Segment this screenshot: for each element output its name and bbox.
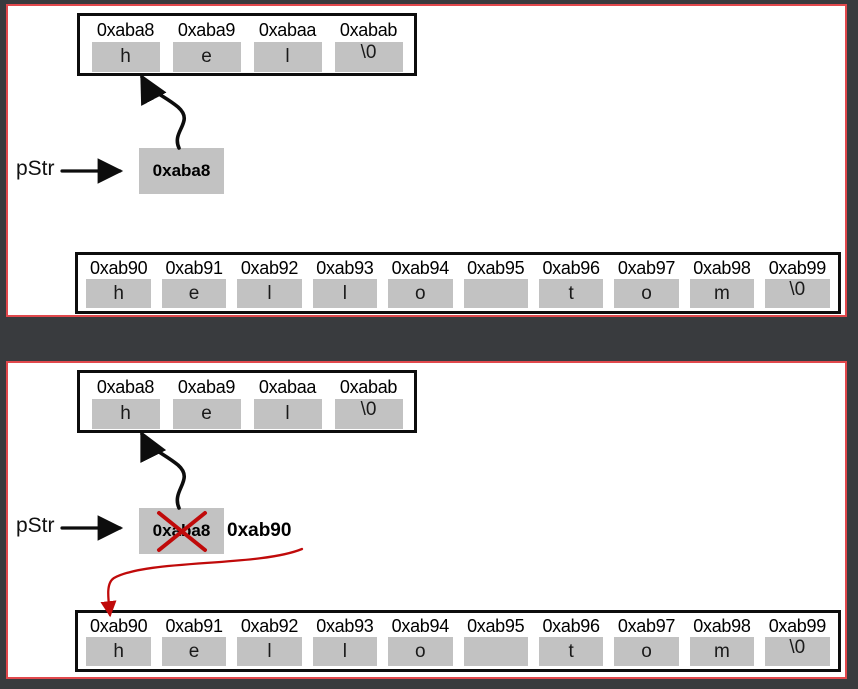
memory-column: 0xab93 l	[310, 257, 379, 311]
wavy-pointer-arrow-icon	[140, 73, 186, 150]
cell-address: 0xab92	[240, 258, 299, 278]
memory-column: 0xab98 m	[687, 615, 756, 669]
cell-value: e	[161, 279, 227, 308]
cell-address: 0xab95	[467, 616, 525, 636]
cell-address: 0xabab	[339, 377, 398, 397]
cell-value: \0	[765, 279, 830, 308]
cell-address: 0xaba9	[177, 20, 236, 40]
large-memory-array: 0xab90 h 0xab91 e 0xab92 l 0xab93 l 0xab…	[75, 610, 841, 672]
memory-column: 0xab90 h	[84, 257, 153, 311]
cell-value: \0	[765, 637, 830, 666]
cell-value: e	[172, 42, 241, 72]
new-pointer-value-label: 0xab90	[227, 520, 292, 541]
memory-column: 0xab97 o	[612, 615, 681, 669]
cell-address: 0xaba8	[96, 377, 155, 397]
cell-value: h	[91, 42, 160, 72]
cell-address: 0xaba9	[177, 377, 236, 397]
pointer-variable-label: pStr	[16, 157, 55, 180]
cell-value: h	[86, 637, 151, 666]
cell-address: 0xab95	[467, 258, 525, 278]
red-redirect-arrow-icon	[100, 547, 304, 618]
cell-value: o	[614, 637, 679, 666]
memory-column: 0xab99 \0	[763, 615, 832, 669]
cell-value: t	[538, 279, 604, 308]
memory-column: 0xab91 e	[159, 615, 228, 669]
slide-panel-after: 0xaba8 h 0xaba9 e 0xabaa l 0xabab \0 pSt…	[6, 361, 847, 679]
cell-address: 0xab91	[165, 258, 223, 278]
memory-column: 0xab96 t	[536, 257, 605, 311]
memory-column: 0xabaa l	[251, 19, 324, 73]
cell-value	[463, 279, 528, 308]
cell-value: o	[388, 279, 453, 308]
cell-address: 0xabab	[339, 20, 398, 40]
cell-value: \0	[334, 399, 403, 429]
cell-address: 0xabaa	[258, 377, 317, 397]
cell-value: e	[161, 637, 227, 666]
memory-column: 0xab94 o	[386, 257, 455, 311]
memory-column: 0xab98 m	[687, 257, 756, 311]
cell-value: \0	[334, 42, 403, 72]
cell-value	[463, 637, 528, 666]
cell-address: 0xab93	[316, 258, 374, 278]
cell-address: 0xab93	[316, 616, 374, 636]
cell-value: l	[312, 279, 378, 308]
cell-address: 0xab94	[391, 616, 450, 636]
small-memory-array: 0xaba8 h 0xaba9 e 0xabaa l 0xabab \0	[77, 13, 417, 76]
small-memory-array: 0xaba8 h 0xaba9 e 0xabaa l 0xabab \0	[77, 370, 417, 433]
memory-column: 0xabab \0	[332, 19, 405, 73]
cell-value: o	[388, 637, 453, 666]
wavy-pointer-arrow-icon	[140, 430, 186, 510]
memory-column: 0xaba8 h	[89, 19, 162, 73]
memory-column: 0xab92 l	[235, 615, 304, 669]
cell-value: l	[253, 399, 322, 429]
cell-value: l	[237, 279, 302, 308]
memory-column: 0xab97 o	[612, 257, 681, 311]
cell-address: 0xab92	[240, 616, 299, 636]
cell-address: 0xab94	[391, 258, 450, 278]
cell-value: h	[86, 279, 151, 308]
cell-address: 0xab90	[90, 616, 148, 636]
pointer-variable-label: pStr	[16, 514, 55, 537]
cell-address: 0xab97	[617, 258, 676, 278]
pointer-value-box: 0xaba8	[139, 508, 224, 554]
cell-address: 0xab97	[617, 616, 676, 636]
pointer-value-box: 0xaba8	[139, 148, 224, 194]
memory-column: 0xab93 l	[310, 615, 379, 669]
cell-address: 0xab91	[165, 616, 223, 636]
memory-column: 0xabab \0	[332, 376, 405, 430]
memory-column: 0xab99 \0	[763, 257, 832, 311]
cell-address: 0xab99	[768, 258, 827, 278]
memory-column: 0xab94 o	[386, 615, 455, 669]
cell-value: m	[689, 279, 755, 308]
cell-address: 0xab98	[693, 258, 751, 278]
cell-value: l	[237, 637, 302, 666]
memory-column: 0xaba9 e	[170, 376, 243, 430]
cell-address: 0xab96	[542, 258, 600, 278]
memory-column: 0xab95	[461, 257, 530, 311]
cell-address: 0xabaa	[258, 20, 317, 40]
cell-value: o	[614, 279, 679, 308]
cell-value: l	[312, 637, 378, 666]
cell-address: 0xab98	[693, 616, 751, 636]
memory-column: 0xab92 l	[235, 257, 304, 311]
memory-column: 0xabaa l	[251, 376, 324, 430]
memory-column: 0xab90 h	[84, 615, 153, 669]
memory-column: 0xab96 t	[536, 615, 605, 669]
cell-address: 0xaba8	[96, 20, 155, 40]
cell-address: 0xab96	[542, 616, 600, 636]
cell-value: e	[172, 399, 241, 429]
slide-panel-before: 0xaba8 h 0xaba9 e 0xabaa l 0xabab \0 pSt…	[6, 4, 847, 317]
cell-value: l	[253, 42, 322, 72]
large-memory-array: 0xab90 h 0xab91 e 0xab92 l 0xab93 l 0xab…	[75, 252, 841, 314]
memory-column: 0xaba8 h	[89, 376, 162, 430]
memory-column: 0xaba9 e	[170, 19, 243, 73]
cell-address: 0xab99	[768, 616, 827, 636]
cell-value: m	[689, 637, 755, 666]
memory-column: 0xab95	[461, 615, 530, 669]
cell-value: h	[91, 399, 160, 429]
cell-address: 0xab90	[90, 258, 148, 278]
cell-value: t	[538, 637, 604, 666]
memory-column: 0xab91 e	[159, 257, 228, 311]
